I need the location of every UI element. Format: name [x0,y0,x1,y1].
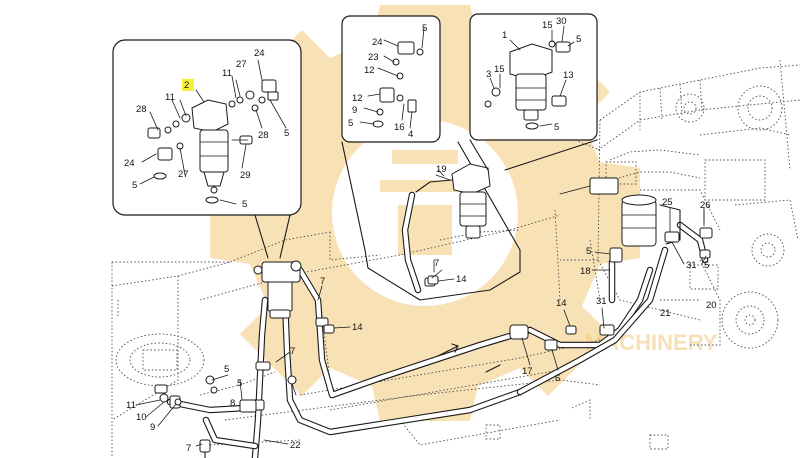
label-c8: 5 [284,128,289,139]
label-r3: 30 [556,16,567,27]
label-c11: 5 [132,180,137,191]
label-m5: 12 [352,93,363,104]
label-r4: 5 [576,34,581,45]
label-c3: 11 [165,92,175,103]
label-b6: 5 [586,246,591,257]
label-c9: 24 [124,158,135,169]
label-c7: 28 [258,130,269,141]
label-r6: 15 [494,64,505,75]
highlight-marker [182,79,194,91]
label-r8: 5 [554,122,559,133]
label-r2: 15 [542,20,553,31]
callout-middle [341,15,521,301]
label-b13: 20 [706,300,717,311]
label-b24: 7 [186,443,191,454]
label-m4: 12 [364,65,375,76]
label-m9: 4 [408,129,413,140]
projected-filter [415,163,491,285]
label-b19: 5 [237,378,242,389]
label-b15: 6 [555,373,560,384]
label-m7: 5 [348,118,353,129]
label-r7: 13 [563,70,574,81]
label-r5: 3 [486,69,491,80]
label-b25: 22 [290,440,301,451]
label-b26: 5 [224,364,229,375]
label-m6: 9 [352,105,357,116]
label-b23: 8 [230,398,235,409]
fuel-hoses [166,191,709,458]
label-b1: 19 [436,164,447,175]
label-c10: 27 [236,59,247,70]
label-m1: 24 [372,37,383,48]
label-b10: 14 [556,298,567,309]
label-c1: 2 [184,80,189,91]
label-m2: 5 [422,23,427,34]
label-b14: 17 [522,366,533,377]
lower-fittings [154,277,577,458]
main-filter-assembly [253,260,302,319]
label-b8: 18 [580,266,591,277]
label-c6: 11 [222,68,232,79]
label-m8: 16 [394,122,405,133]
label-b18: 7 [290,346,295,357]
label-b17: 14 [352,322,363,333]
label-m3: 23 [368,52,379,63]
callout-labels: 2 28 11 27 24 11 28 5 24 27 5 29 5 24 5 … [124,16,717,454]
label-c4: 27 [178,169,189,180]
label-b12: 21 [660,308,671,319]
label-b21: 10 [136,412,147,423]
label-r1: 1 [502,30,507,41]
label-b3: 14 [456,274,467,285]
label-b2: 7 [434,258,439,269]
callout-left [112,39,302,259]
label-b5: 26 [700,200,711,211]
label-b7: 31 [686,260,697,271]
label-b16: 7 [320,276,325,287]
label-b9: 5 [704,260,709,271]
label-c13: 5 [242,199,247,210]
label-b20: 11 [126,400,136,411]
label-c12: 29 [240,170,251,181]
label-b22: 9 [150,422,155,433]
callout-right [469,13,598,171]
label-b11: 31 [596,296,607,307]
label-b4: 25 [662,197,673,208]
label-c5: 24 [254,48,265,59]
label-c2: 28 [136,104,147,115]
machine-frame-outline [111,209,669,458]
